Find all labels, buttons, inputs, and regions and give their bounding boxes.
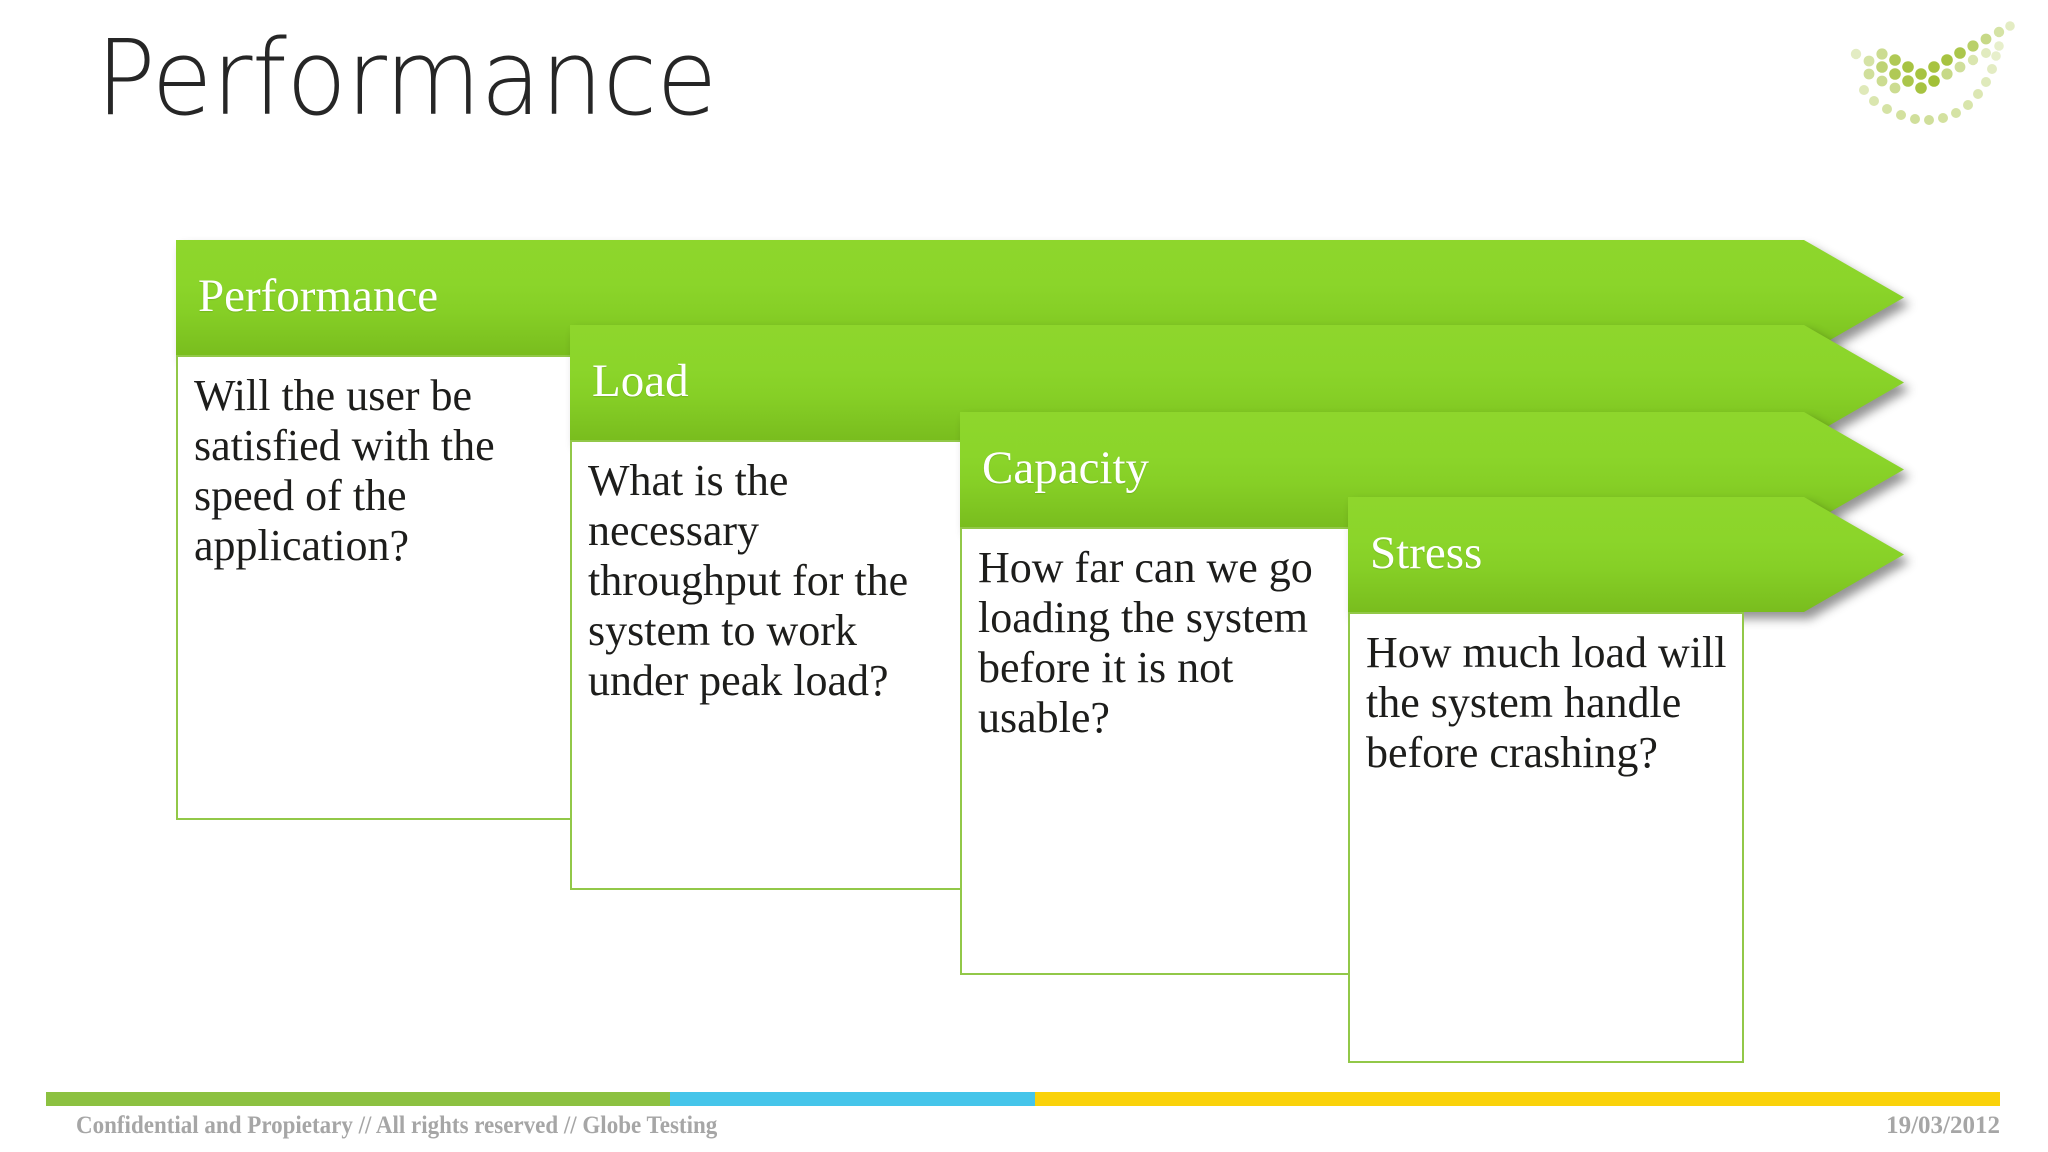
chevron-band-stress[interactable]: Stress xyxy=(1348,497,1904,612)
description-text-capacity: How far can we go loading the system bef… xyxy=(978,543,1313,742)
footer-bar-segment-blue xyxy=(670,1092,1035,1106)
description-box-capacity[interactable]: How far can we go loading the system bef… xyxy=(960,527,1356,975)
page-title: Performance xyxy=(96,17,717,139)
dotted-checkmark-logo-icon xyxy=(1842,8,2022,128)
description-box-load[interactable]: What is the necessary throughput for the… xyxy=(570,440,966,890)
chevron-label-stress: Stress xyxy=(1370,526,1483,579)
chevron-label-performance: Performance xyxy=(198,269,439,322)
footer-bar-segment-green xyxy=(46,1092,670,1106)
description-box-stress[interactable]: How much load will the system handle bef… xyxy=(1348,612,1744,1063)
footer-bar-segment-yellow xyxy=(1035,1092,2000,1106)
chevron-label-capacity: Capacity xyxy=(982,441,1150,494)
footer-date: 19/03/2012 xyxy=(1886,1112,2000,1139)
footer-color-bar xyxy=(46,1092,2000,1106)
description-text-performance: Will the user be satisfied with the spee… xyxy=(194,371,495,570)
footer-confidentiality-text: Confidential and Propietary // All right… xyxy=(76,1112,718,1139)
chevron-label-load: Load xyxy=(592,354,689,407)
description-box-performance[interactable]: Will the user be satisfied with the spee… xyxy=(176,355,572,820)
chevron-shape xyxy=(1348,497,1904,612)
description-text-stress: How much load will the system handle bef… xyxy=(1366,628,1727,777)
description-text-load: What is the necessary throughput for the… xyxy=(588,456,909,705)
